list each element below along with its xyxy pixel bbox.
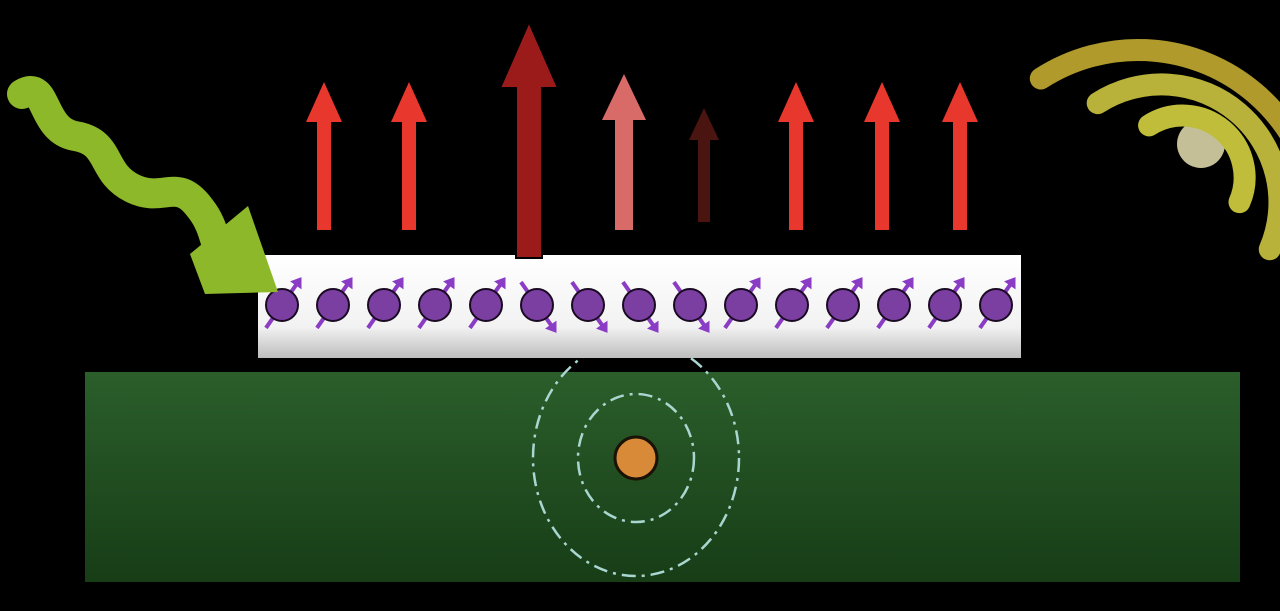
spin-particle-icon bbox=[723, 277, 761, 330]
spin-core bbox=[928, 288, 962, 322]
spin-particle-icon bbox=[978, 277, 1016, 330]
spin-particle-icon bbox=[264, 277, 302, 330]
up-arrow-icon bbox=[391, 82, 427, 230]
spin-particle-icon bbox=[519, 280, 557, 333]
up-arrow-icon bbox=[689, 108, 719, 222]
spin-arrow-head bbox=[341, 277, 353, 290]
spin-arrow-head bbox=[443, 277, 455, 290]
spin-core bbox=[469, 288, 503, 322]
up-arrow-icon bbox=[498, 19, 560, 259]
spin-core bbox=[418, 288, 452, 322]
spin-core bbox=[367, 288, 401, 322]
spin-particle-icon bbox=[825, 277, 863, 330]
spin-particle-icon bbox=[621, 280, 659, 333]
spin-core bbox=[622, 288, 656, 322]
spin-core bbox=[265, 288, 299, 322]
wavy-arrow-icon bbox=[7, 76, 239, 277]
signal-arc bbox=[1086, 73, 1280, 261]
spin-particle-icon bbox=[366, 277, 404, 330]
defect-particle bbox=[613, 435, 659, 481]
spin-row bbox=[264, 277, 1016, 333]
spin-particle-icon bbox=[315, 277, 353, 330]
spin-arrow-head bbox=[647, 320, 659, 333]
spin-core bbox=[775, 288, 809, 322]
spin-core bbox=[877, 288, 911, 322]
up-arrow-icon bbox=[306, 82, 342, 230]
up-arrow-icon bbox=[778, 82, 814, 230]
spin-particle-icon bbox=[570, 280, 608, 333]
spin-arrow-head bbox=[800, 277, 812, 290]
spin-particle-icon bbox=[468, 277, 506, 330]
spin-particle-icon bbox=[672, 280, 710, 333]
spin-arrow-head bbox=[545, 320, 557, 333]
spin-arrow-head bbox=[494, 277, 506, 290]
signal-arc bbox=[1138, 104, 1256, 214]
spin-arrow-head bbox=[596, 320, 608, 333]
spin-particle-icon bbox=[417, 277, 455, 330]
spin-arrow-head bbox=[953, 277, 965, 290]
up-arrow-icon bbox=[864, 82, 900, 230]
spin-arrow-head bbox=[392, 277, 404, 290]
spin-arrow-head bbox=[290, 277, 302, 290]
spin-particle-icon bbox=[927, 277, 965, 330]
spin-core bbox=[673, 288, 707, 322]
spin-core bbox=[520, 288, 554, 322]
spin-arrow-head bbox=[749, 277, 761, 290]
wavy-arrow-head bbox=[190, 206, 278, 294]
spin-particle-icon bbox=[774, 277, 812, 330]
spin-arrow-head bbox=[902, 277, 914, 290]
up-arrow-icon bbox=[942, 82, 978, 230]
spin-particle-icon bbox=[876, 277, 914, 330]
spin-core bbox=[979, 288, 1013, 322]
signal-arc bbox=[1029, 39, 1280, 139]
up-arrow-icon bbox=[602, 74, 646, 230]
spin-core bbox=[724, 288, 758, 322]
spin-core bbox=[571, 288, 605, 322]
spin-arrow-head bbox=[698, 320, 710, 333]
spin-core bbox=[826, 288, 860, 322]
spin-arrow-head bbox=[1004, 277, 1016, 290]
emission-arrows bbox=[306, 19, 978, 259]
field-ring bbox=[576, 392, 696, 524]
spin-core bbox=[316, 288, 350, 322]
defect-field-rings bbox=[531, 338, 741, 578]
substrate bbox=[85, 372, 1240, 582]
spin-arrow-head bbox=[851, 277, 863, 290]
broadcast-icon bbox=[1029, 39, 1280, 261]
field-ring bbox=[531, 338, 741, 578]
